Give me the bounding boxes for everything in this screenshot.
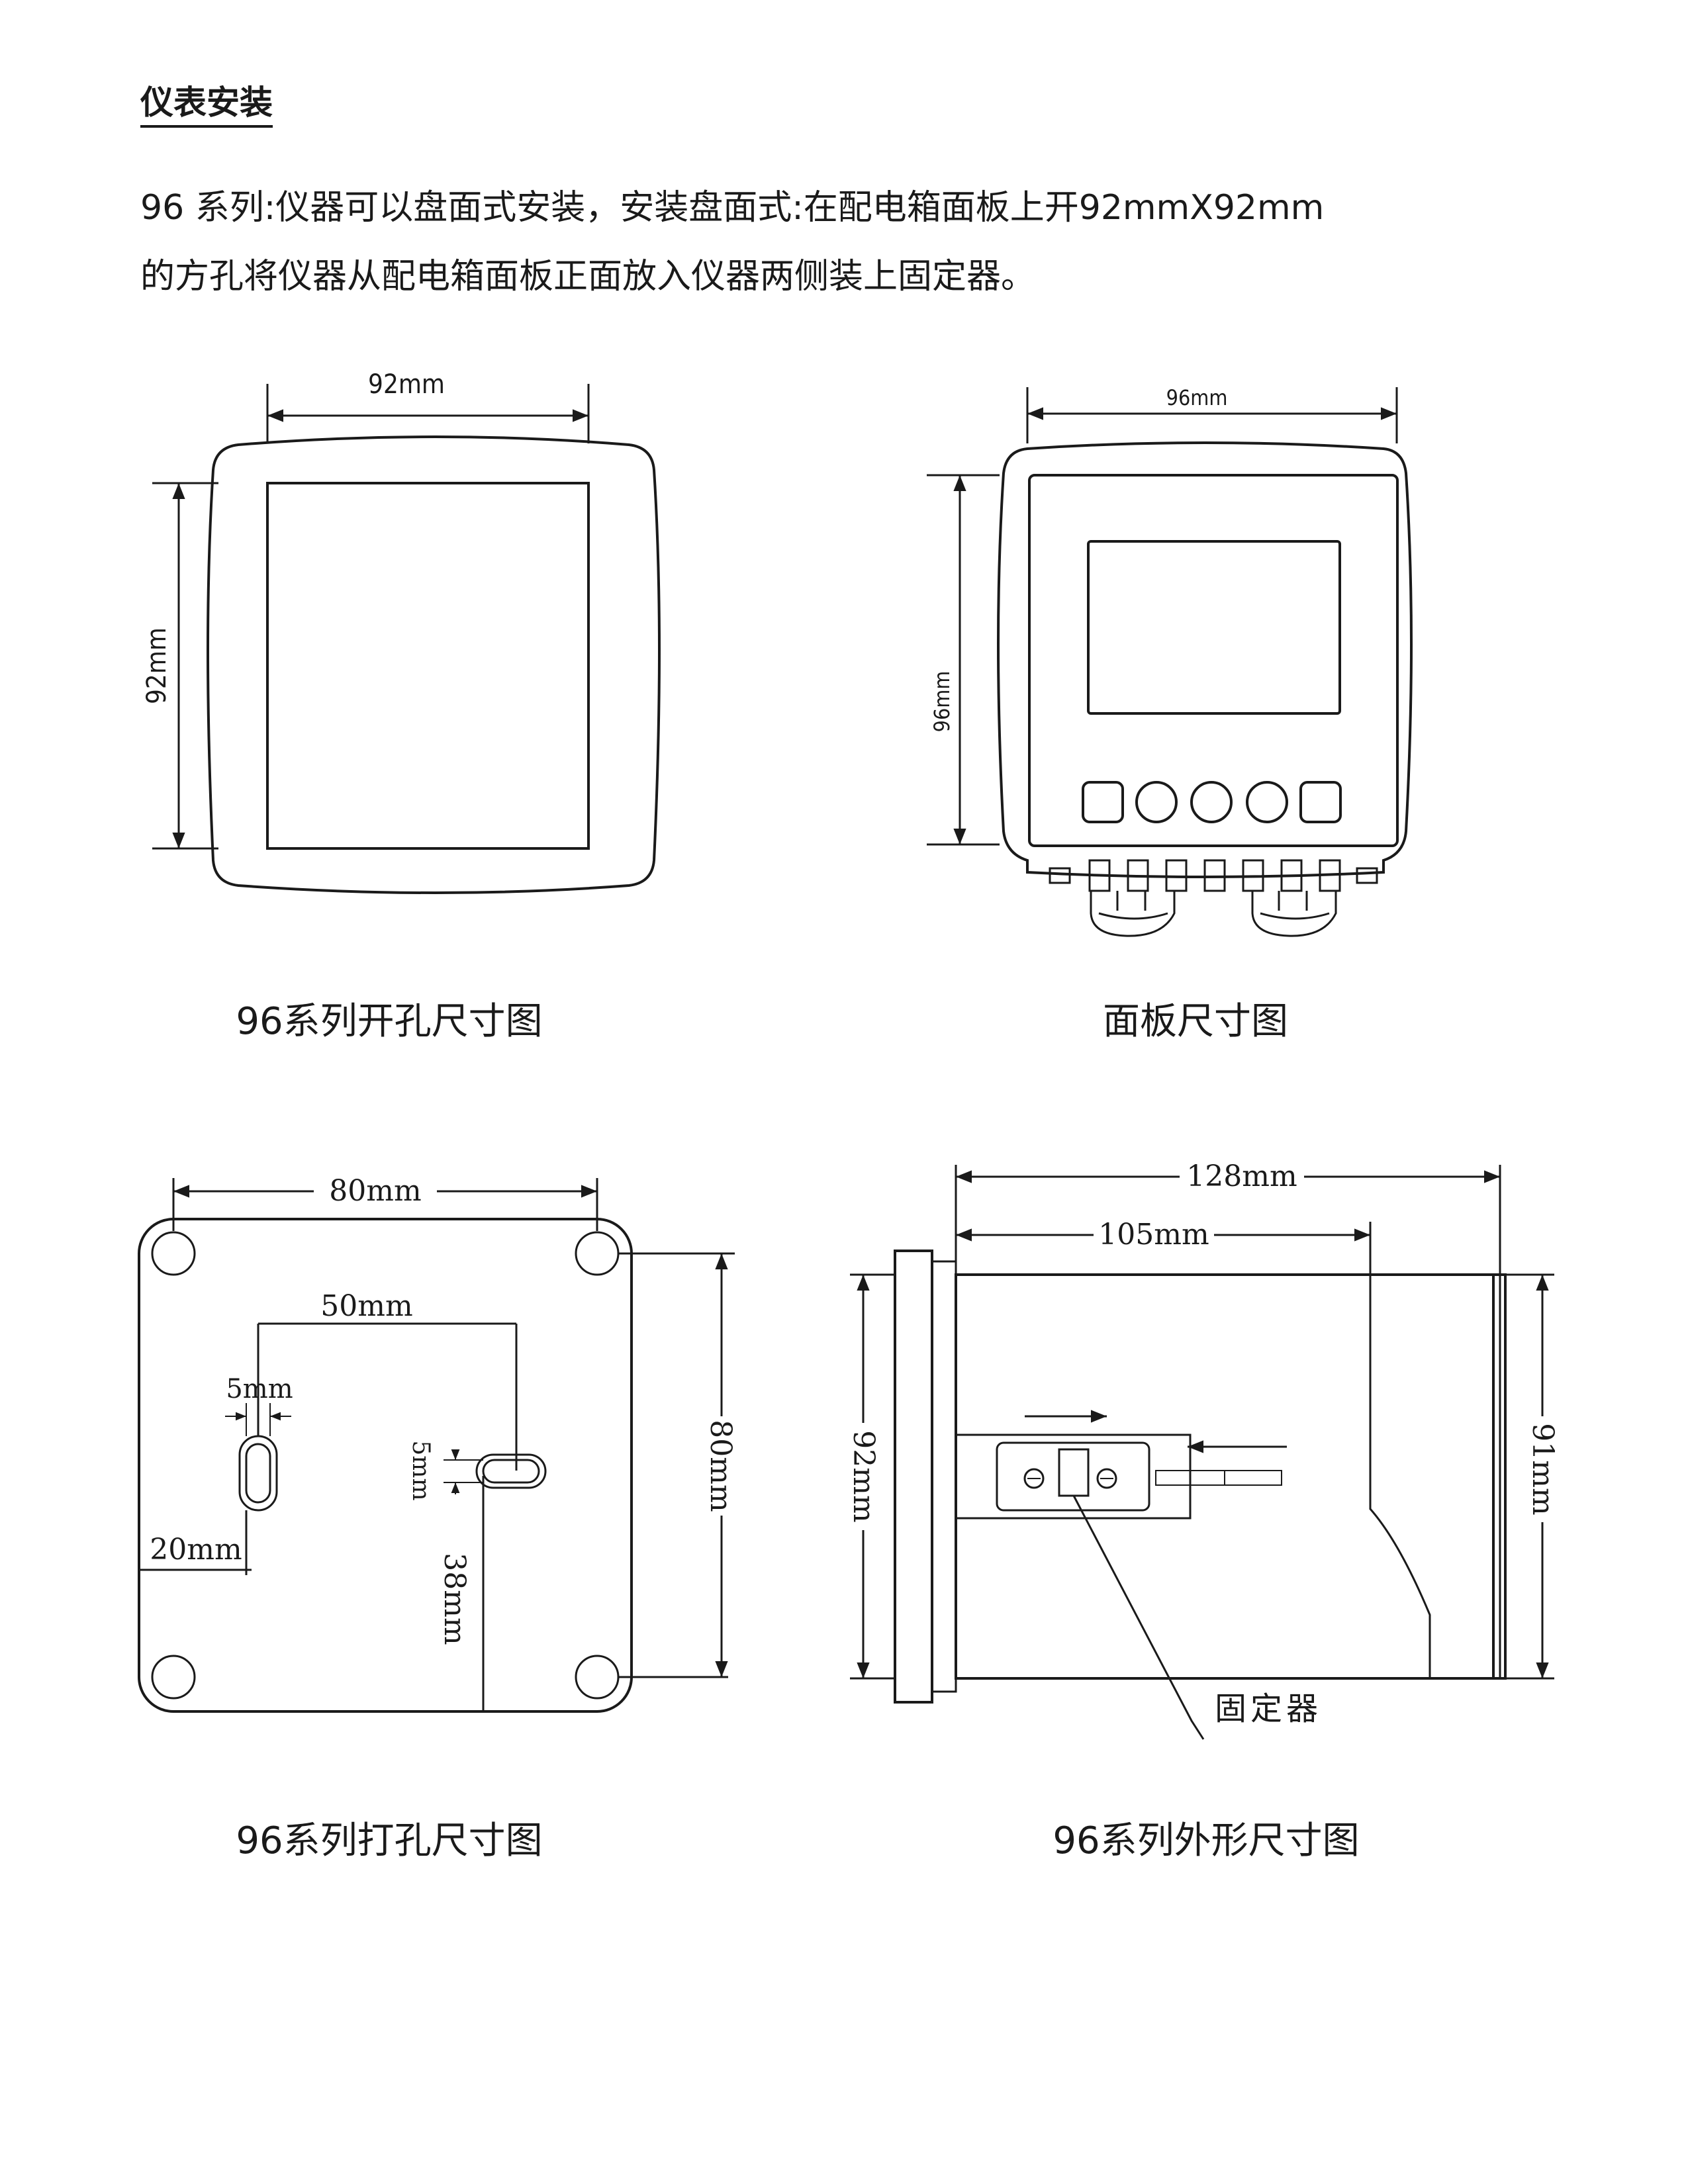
- mounting-hole-top-right: [575, 1231, 620, 1276]
- install-description: 96 系列:仪器可以盘面式安装，安装盘面式:在配电箱面板上开92mmX92mm …: [140, 173, 1597, 311]
- body-depth-label: 105mm: [1098, 1218, 1209, 1251]
- cutout-frame: [207, 435, 661, 894]
- fixer-label: 固定器: [1215, 1690, 1322, 1727]
- outline-caption: 96系列外形尺寸图: [1053, 1819, 1360, 1862]
- fixer-block: [996, 1441, 1150, 1512]
- drill-slot-height-label: 5mm: [407, 1440, 434, 1500]
- description-line-2: 的方孔将仪器从配电箱面板正面放入仪器两侧装上固定器。: [140, 257, 1036, 296]
- panel-caption: 面板尺寸图: [1103, 1000, 1288, 1043]
- slot-left: [238, 1435, 278, 1512]
- cutout-drawing: [152, 384, 661, 894]
- drill-left-offset-label: 20mm: [150, 1533, 242, 1567]
- panel-terminals: [1049, 859, 1378, 892]
- panel-display: [1087, 540, 1341, 715]
- mounting-hole-bottom-left: [151, 1655, 196, 1700]
- housing-body: [955, 1273, 1507, 1680]
- outline-drawing: [850, 1165, 1554, 1740]
- fixer-leader-line: [1072, 1495, 1205, 1740]
- drill-width-label: 80mm: [329, 1174, 421, 1208]
- panel-drawing: [927, 387, 1413, 937]
- panel-button-1: [1135, 781, 1178, 823]
- description-line-1: 96 系列:仪器可以盘面式安装，安装盘面式:在配电箱面板上开92mmX92mm: [140, 188, 1325, 228]
- slot-right: [475, 1453, 547, 1489]
- drilling-drawing: [138, 1178, 735, 1713]
- cutout-opening: [266, 482, 590, 850]
- drill-spacing-label: 50mm: [320, 1289, 412, 1323]
- mounting-hole-bottom-right: [575, 1655, 620, 1700]
- fixer-screw-rod: [1155, 1470, 1282, 1486]
- panel-height-label: 96mm: [929, 671, 955, 733]
- panel-button-2: [1190, 781, 1233, 823]
- rear-terminal-curve: [1369, 1275, 1431, 1678]
- panel-button-left: [1082, 781, 1124, 823]
- total-depth-label: 128mm: [1186, 1160, 1297, 1193]
- fixer-screw-left: [1023, 1468, 1045, 1489]
- panel-button-right: [1299, 781, 1342, 823]
- fixer-screw-right: [1096, 1468, 1117, 1489]
- page-heading: 仪表安装: [140, 85, 273, 128]
- front-height-label: 92mm: [847, 1430, 880, 1522]
- fixer-bracket: [955, 1433, 1192, 1520]
- panel-button-3: [1246, 781, 1288, 823]
- front-bezel-lip: [931, 1260, 957, 1693]
- panel-cable-glands: [1090, 891, 1337, 937]
- front-bezel: [894, 1250, 933, 1704]
- rear-height-label: 91mm: [1526, 1423, 1560, 1515]
- drill-slot-width-label: 5mm: [226, 1374, 293, 1404]
- panel-inner-frame: [1028, 474, 1399, 847]
- mounting-hole-top-left: [151, 1231, 196, 1276]
- cutout-height-label: 92mm: [142, 627, 172, 704]
- panel-width-label: 96mm: [1166, 385, 1228, 410]
- drilling-plate: [138, 1218, 633, 1713]
- cutout-width-label: 92mm: [368, 369, 445, 400]
- drill-bottom-offset-label: 38mm: [438, 1553, 471, 1645]
- panel-outer-frame: [997, 441, 1413, 878]
- fixer-latch: [1058, 1448, 1090, 1497]
- cutout-caption: 96系列开孔尺寸图: [236, 1000, 543, 1043]
- drilling-caption: 96系列打孔尺寸图: [236, 1819, 543, 1862]
- drill-height-label: 80mm: [704, 1420, 737, 1512]
